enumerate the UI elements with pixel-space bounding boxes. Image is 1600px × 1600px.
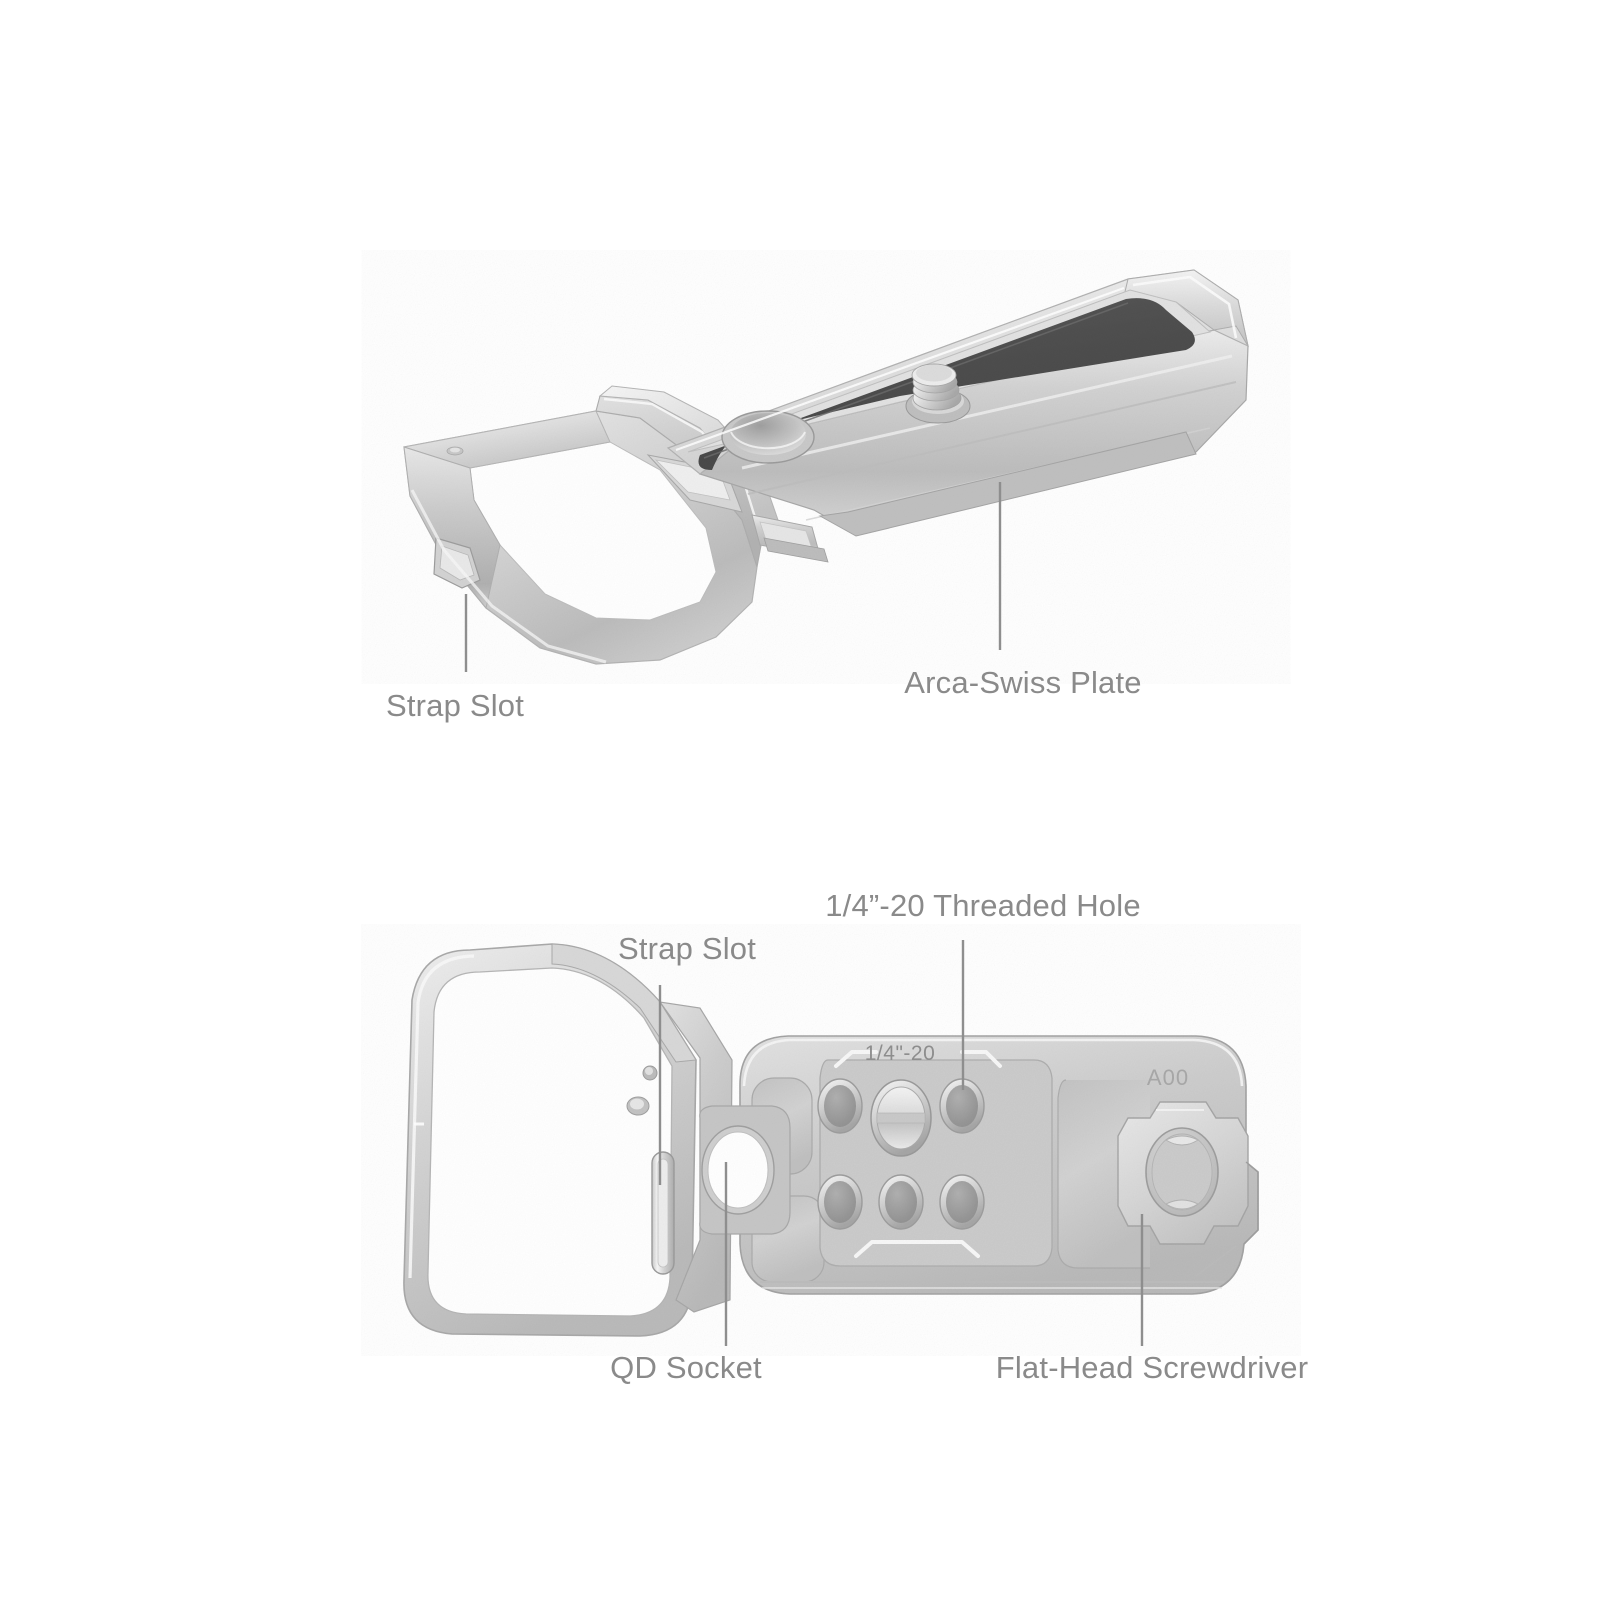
top-view-artwork — [403, 269, 1249, 665]
callout-label-flat-head-screwdriver: Flat-Head Screwdriver — [995, 1350, 1309, 1385]
threaded-hole — [878, 1174, 924, 1230]
arca-swiss-plate-body — [666, 269, 1249, 537]
threaded-holes-bottom-row — [817, 1174, 985, 1230]
callout-label-threaded-hole: 1/4”-20 Threaded Hole — [825, 888, 1141, 923]
threaded-hole — [817, 1174, 863, 1230]
qd-socket-feature — [699, 1105, 791, 1235]
strap-slot-bottom-feature — [651, 1151, 675, 1275]
callout-label-qd-socket: QD Socket — [610, 1350, 762, 1385]
threaded-holes-top-row — [817, 1078, 985, 1157]
alignment-chevrons — [834, 1050, 1002, 1258]
threaded-hole — [939, 1078, 985, 1134]
bottom-view-leader-lines — [658, 940, 1144, 1346]
threaded-hole — [939, 1174, 985, 1230]
engrave-model-code: A00 — [1147, 1065, 1189, 1090]
bottom-plate-body: 1/4"-20 A00 — [699, 1035, 1259, 1295]
bottom-view-artwork: 1/4"-20 A00 — [403, 943, 1259, 1337]
center-slot-screw — [870, 1079, 932, 1157]
callout-label-arca-swiss-plate: Arca-Swiss Plate — [904, 665, 1142, 700]
callout-label-strap-slot-top: Strap Slot — [385, 688, 525, 723]
threaded-hole — [817, 1078, 863, 1134]
threaded-screw-post — [905, 363, 971, 424]
top-view-leader-lines — [464, 482, 1002, 672]
engrave-thread-spec: 1/4"-20 — [865, 1042, 936, 1065]
plate-bore-hole — [721, 410, 815, 464]
flat-head-screwdriver-feature — [1117, 1101, 1249, 1245]
grip-loop-flat — [403, 943, 697, 1337]
callout-label-strap-slot-bottom: Strap Slot — [617, 931, 757, 966]
